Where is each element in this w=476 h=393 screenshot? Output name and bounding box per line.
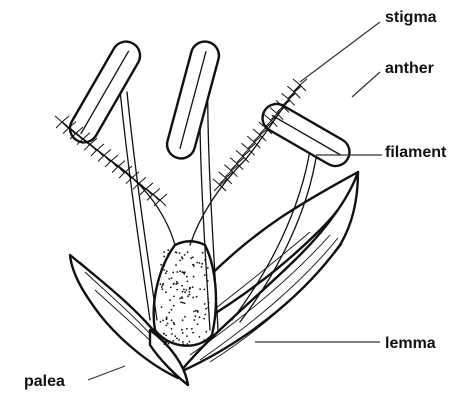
palea-leader: [88, 366, 125, 380]
palea-label: palea: [24, 373, 65, 390]
anther-left: [65, 37, 145, 148]
anther-leader: [352, 72, 380, 97]
ovary: [154, 241, 216, 345]
stigma-leader: [300, 22, 380, 82]
anther-middle: [164, 38, 222, 161]
stigma-label: stigma: [385, 9, 437, 26]
anther-label: anther: [385, 60, 434, 77]
filament-label: filament: [385, 144, 447, 161]
anthers: [65, 37, 355, 172]
lemma-label: lemma: [385, 335, 436, 352]
stigma-left-hairs: [55, 116, 167, 206]
